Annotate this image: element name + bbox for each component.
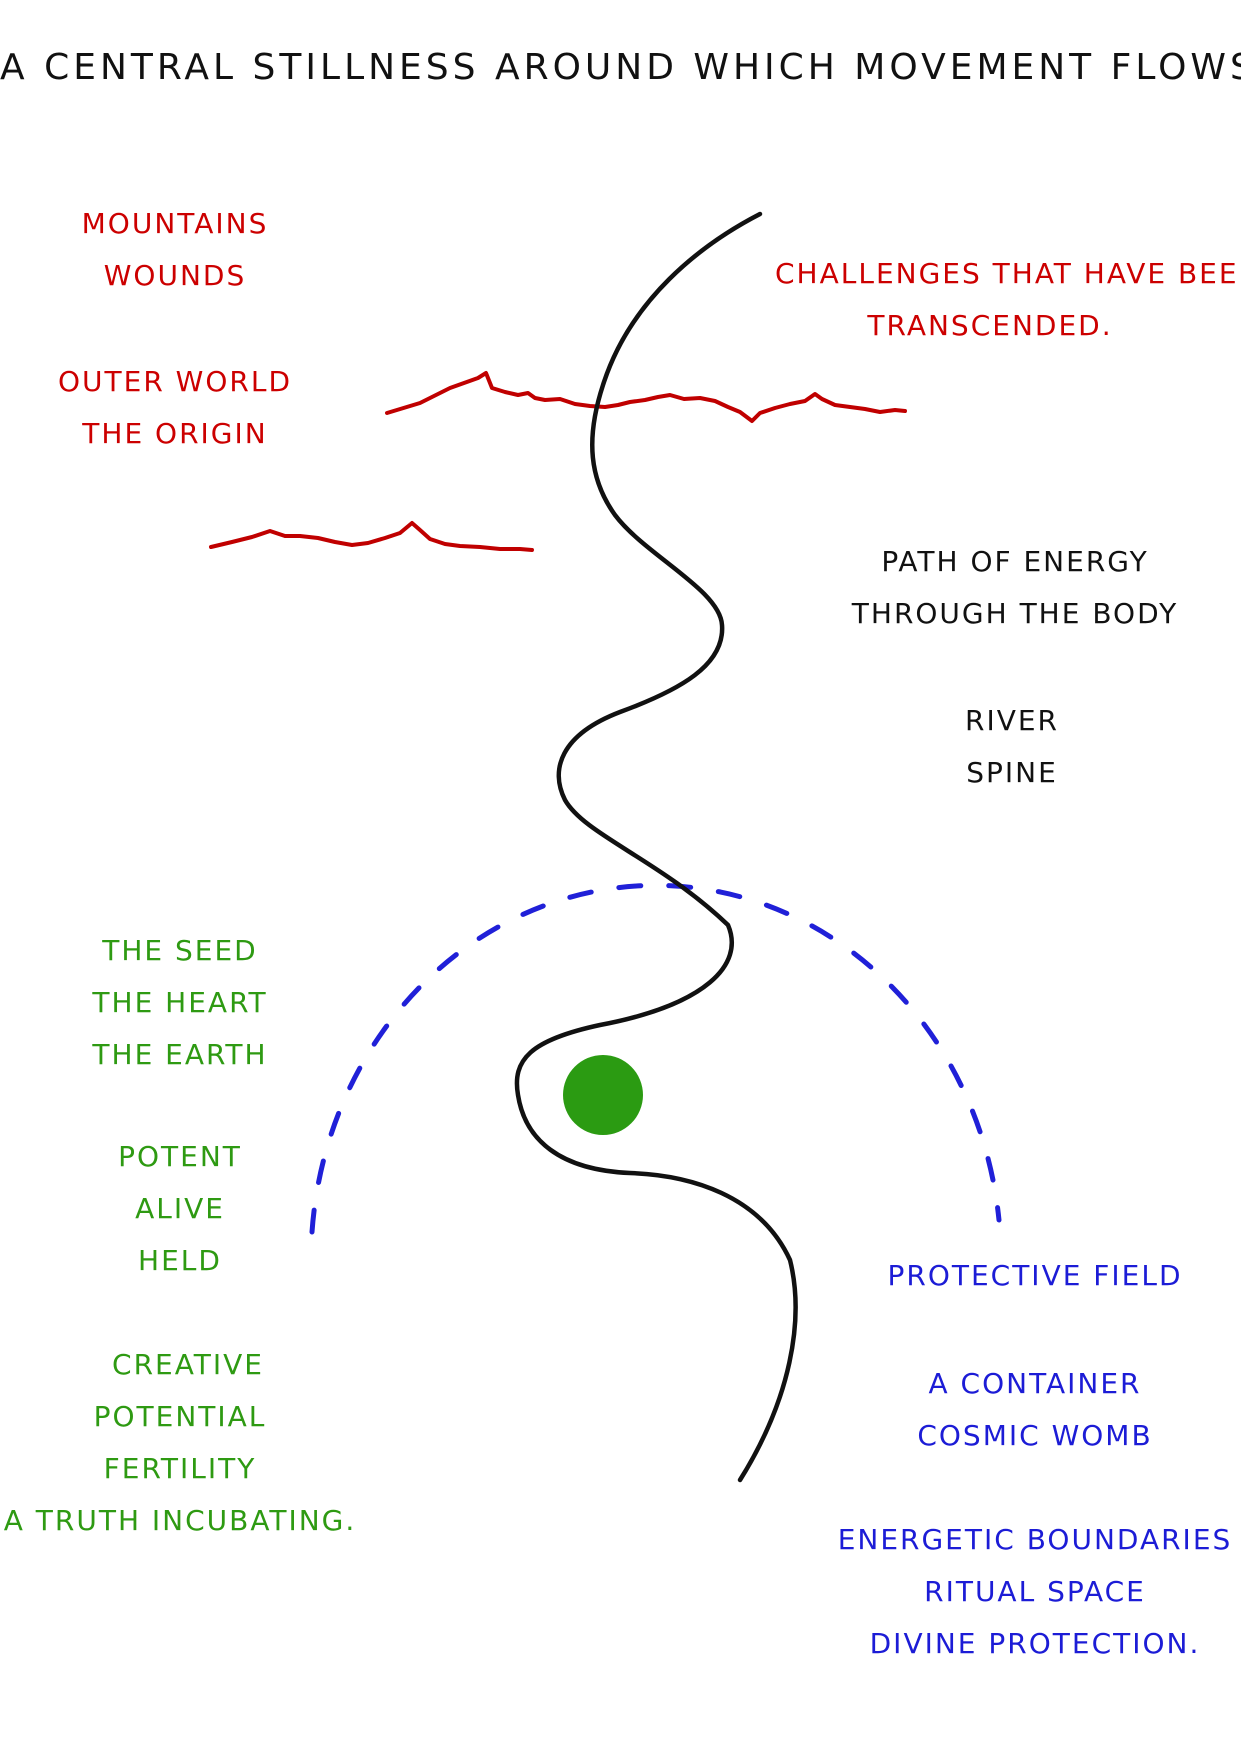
label-mountains: Mountains [81,207,269,240]
label-outer-world: Outer world [57,365,293,398]
label-challenges-line1: Challenges that have been [775,257,1241,290]
label-energetic-boundaries: Energetic boundaries [837,1523,1233,1556]
label-ritual-space: Ritual space [924,1575,1146,1608]
label-held: Held [138,1244,222,1277]
label-wounds: Wounds [103,259,247,292]
label-the-heart: The heart [92,986,268,1019]
label-the-earth: The earth [92,1038,268,1071]
label-cosmic-womb: Cosmic womb [917,1419,1153,1452]
river-spine-line [514,211,798,1483]
protective-field-arc [309,882,1002,1235]
label-potent: Potent [118,1140,242,1173]
label-fertility: Fertility [103,1452,257,1485]
label-divine-protection: Divine protection. [869,1627,1201,1660]
label-a-container: A container [928,1367,1142,1400]
mountain-ridge-upper [385,371,907,423]
label-truth-incubating: A truth incubating. [3,1504,357,1537]
label-creative: Creative [112,1348,264,1381]
label-alive: Alive [135,1192,225,1225]
page-title: A central stillness around which movemen… [0,47,1241,88]
label-protective-field: Protective field [887,1259,1183,1292]
label-path-line2: through the body [851,597,1179,630]
mountain-ridge-lower [209,521,534,552]
seed-dot [563,1055,643,1135]
label-spine: Spine [966,756,1058,789]
label-challenges-line2: transcended. [867,309,1113,342]
label-river: River [964,704,1060,737]
label-path-line1: Path of energy [881,545,1149,578]
label-the-origin: The origin [82,417,268,450]
label-potential: Potential [93,1400,267,1433]
label-the-seed: The seed [102,934,258,967]
